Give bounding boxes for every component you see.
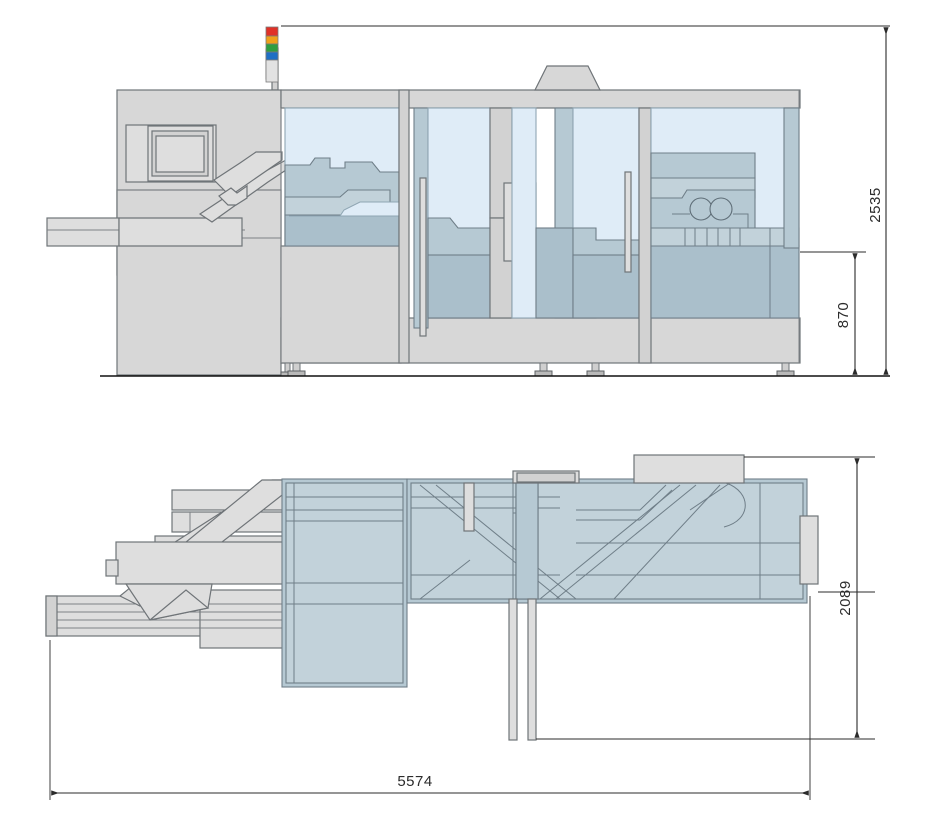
dimension-label-2089: 2089	[837, 580, 854, 615]
blue-light-icon	[265, 51, 279, 61]
plan-main-body	[406, 454, 819, 741]
internal-deck-4	[650, 227, 800, 247]
plan-top-box-large	[633, 454, 745, 484]
plan-post-1	[463, 482, 475, 532]
main-enclosure	[280, 65, 801, 364]
signal-tower-body	[265, 59, 279, 83]
enclosure-divider-1	[398, 89, 429, 364]
dimension-working-height: 870	[800, 251, 866, 375]
plan-conveyor-end-cap	[45, 595, 58, 637]
plan-leg-1	[508, 598, 518, 741]
chute-hook-bracket	[218, 184, 248, 206]
dimension-overall-depth: 2089	[536, 456, 875, 740]
guard-window-bay-3	[572, 107, 640, 319]
plan-top-box-small-inner	[516, 472, 576, 483]
signal-tower	[265, 26, 279, 91]
plan-hopper-nozzle	[105, 559, 119, 577]
internal-base-1	[284, 214, 400, 247]
plan-right-panel	[799, 515, 819, 585]
control-cabinet	[46, 89, 287, 376]
divider-post-3	[638, 107, 652, 364]
guard-window-bay-1	[284, 107, 400, 247]
plan-view: 2089 5574	[45, 454, 875, 800]
guard-window-3a	[511, 107, 537, 319]
slide-rail-2	[624, 171, 632, 273]
plan-conveyor-transfer	[199, 589, 285, 649]
slide-rail-1	[419, 177, 427, 337]
plan-main-body-inner	[410, 482, 804, 600]
guard-window-bay-4	[650, 107, 800, 319]
dimension-label-2535: 2535	[867, 187, 884, 222]
hmi-screen[interactable]	[155, 135, 205, 173]
red-light-icon	[265, 26, 279, 37]
dimension-overall-length: 5574	[49, 596, 811, 800]
internal-base-2	[427, 254, 491, 319]
infeed-conveyor	[46, 151, 287, 247]
enclosure-left-wall	[280, 245, 402, 364]
conveyor-belt-body	[46, 217, 120, 247]
plan-hopper-body	[105, 541, 287, 621]
green-light-icon	[265, 43, 279, 53]
plan-hopper-main	[115, 541, 287, 585]
roller-right-icon	[709, 197, 733, 221]
enclosure-top-rail	[280, 89, 801, 109]
internal-column-4	[783, 107, 800, 249]
plan-hopper-tip	[149, 589, 210, 621]
front-elevation-view: 2535 870	[46, 25, 890, 377]
internal-base-4	[650, 245, 800, 319]
guard-window-bay-2	[427, 107, 537, 319]
internal-head-4a	[650, 152, 756, 179]
dimension-overall-height: 2535	[281, 25, 890, 375]
plan-leg-2	[527, 598, 537, 741]
orange-light-icon	[265, 35, 279, 45]
conveyor-run	[118, 217, 243, 247]
exhaust-hood	[534, 65, 601, 91]
divider-post-1	[398, 89, 410, 364]
roller-left-icon	[689, 197, 713, 221]
control-panel-hmi[interactable]	[125, 124, 217, 183]
plan-front-module	[281, 478, 408, 688]
dimension-label-5574: 5574	[397, 773, 432, 790]
dimension-label-870: 870	[835, 302, 852, 329]
plan-cross-member-fill	[515, 482, 539, 600]
